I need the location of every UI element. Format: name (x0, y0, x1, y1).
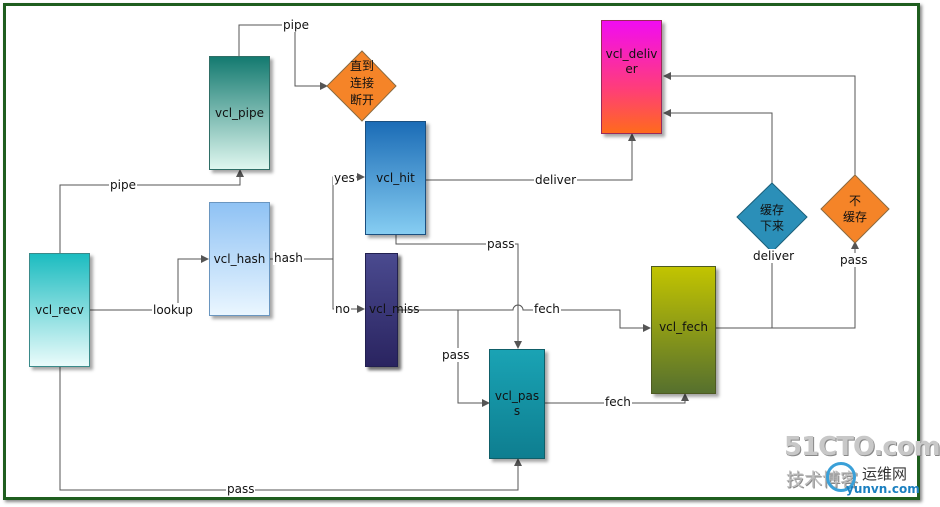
watermark-url: yunvn.com (846, 482, 920, 496)
decision-cache-line-1: 缓存 (759, 203, 784, 217)
edge-label-deliver-cache: deliver (752, 249, 796, 263)
edge-hit-pass (395, 235, 522, 349)
watermark-brand: 51CTO.com (784, 432, 940, 462)
edge-label-fech-pass: fech (604, 395, 632, 409)
edge-miss-pass (457, 310, 490, 407)
edge-label-lookup: lookup (152, 303, 194, 317)
watermark-logo-icon (826, 462, 856, 492)
decision-nocache-line-2: 缓存 (842, 210, 867, 224)
edge-label-hash: hash (273, 251, 304, 265)
node-vcl-pipe-label: vcl_pipe (215, 105, 264, 120)
edge-label-pass-miss: pass (441, 348, 471, 362)
node-vcl-hash: vcl_hash (209, 202, 270, 316)
node-vcl-pass-label-1: vcl_pas (494, 389, 540, 403)
node-vcl-pass: vcl_pas s (489, 349, 545, 459)
watermark-site: 运维网 (862, 465, 908, 483)
node-vcl-deliver-label-1: vcl_deliv (605, 47, 658, 61)
edge-recv-pipe (59, 169, 244, 253)
edge-label-pipe-recv: pipe (109, 178, 137, 192)
decision-disconnect-line-3: 断开 (349, 93, 374, 107)
edge-label-pass-recv: pass (226, 482, 256, 496)
edge-label-deliver-hit: deliver (534, 173, 578, 187)
node-vcl-miss-body (365, 253, 398, 367)
edge-hash-hit (332, 173, 365, 259)
edge-hash-miss (332, 259, 365, 313)
decision-cache-line-2: 下来 (759, 219, 784, 233)
decision-nocache-shape (820, 174, 890, 244)
node-vcl-hash-label: vcl_hash (213, 251, 266, 266)
node-vcl-pipe: vcl_pipe (209, 56, 270, 170)
edge-recv-hash (90, 255, 209, 311)
edge-label-pass-hit: pass (486, 237, 516, 251)
node-vcl-hit-label: vcl_hit (376, 170, 415, 185)
node-vcl-recv: vcl_recv (29, 253, 90, 367)
node-vcl-deliver-label-2: er (625, 62, 638, 76)
decision-disconnect-line-1: 直到 (349, 59, 374, 73)
node-vcl-fetch-label: vcl_fech (659, 319, 708, 334)
edge-fetch-nocache (772, 241, 859, 329)
decision-nocache-line-1: 不 (848, 194, 861, 208)
decision-disconnect-shape (326, 50, 397, 122)
decision-disconnect-label: 直到 连接 断开 (337, 58, 387, 109)
node-vcl-fetch: vcl_fech (651, 266, 716, 394)
edge-label-pass-nocache: pass (839, 253, 869, 267)
edge-label-fech-miss: fech (533, 302, 561, 316)
node-vcl-deliver: vcl_deliv er (601, 20, 662, 134)
edge-label-no: no (334, 302, 351, 316)
decision-nocache-label: 不 缓存 (830, 193, 880, 225)
edge-pass-fetch (545, 393, 689, 404)
edge-miss-fetch (398, 304, 651, 332)
node-vcl-hit: vcl_hit (365, 121, 426, 235)
edge-label-pipe-top: pipe (282, 18, 310, 32)
node-vcl-miss-label: vcl_miss (369, 302, 420, 316)
node-vcl-recv-label: vcl_recv (35, 302, 84, 317)
node-vcl-pass-label-2: s (513, 404, 521, 418)
decision-disconnect-line-2: 连接 (349, 76, 374, 90)
decision-cache-label: 缓存 下来 (747, 202, 797, 234)
edge-cache-deliver (663, 109, 773, 183)
edge-recv-pass (59, 367, 522, 491)
edge-label-yes: yes (333, 171, 356, 185)
edge-nocache-deliver (663, 72, 856, 175)
edge-hit-deliver (426, 133, 636, 181)
